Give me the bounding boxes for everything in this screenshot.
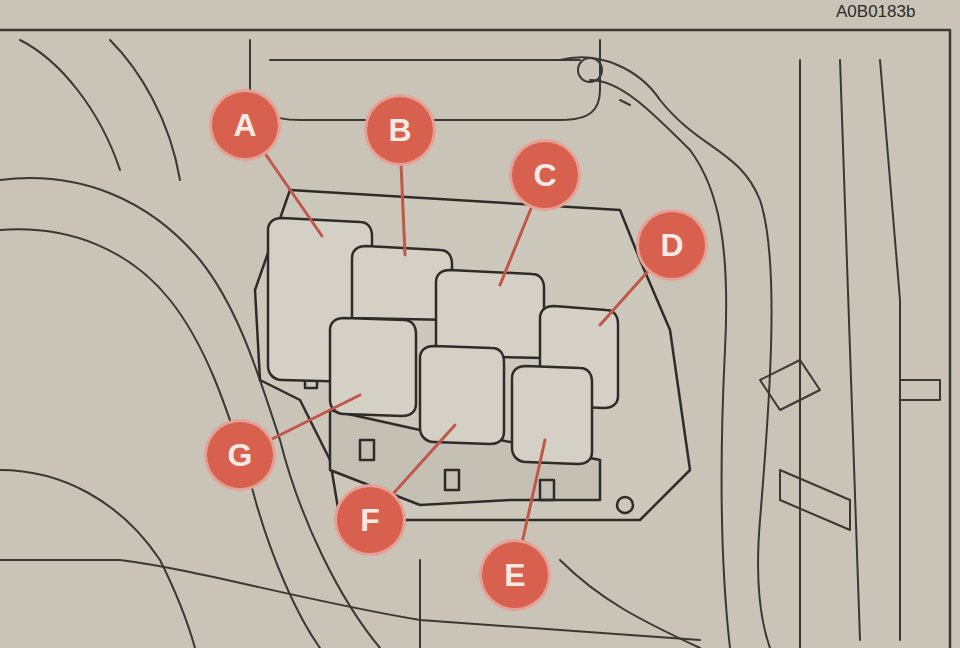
callout-letter: E	[482, 542, 548, 608]
callout-letter: G	[207, 422, 273, 488]
callout-letter: A	[212, 92, 278, 158]
figure-code: A0B0183b	[836, 2, 915, 22]
callout-letter: B	[367, 97, 433, 163]
callout-letter: C	[512, 142, 578, 208]
callout-letter: D	[639, 212, 705, 278]
callout-letter: F	[337, 487, 403, 553]
